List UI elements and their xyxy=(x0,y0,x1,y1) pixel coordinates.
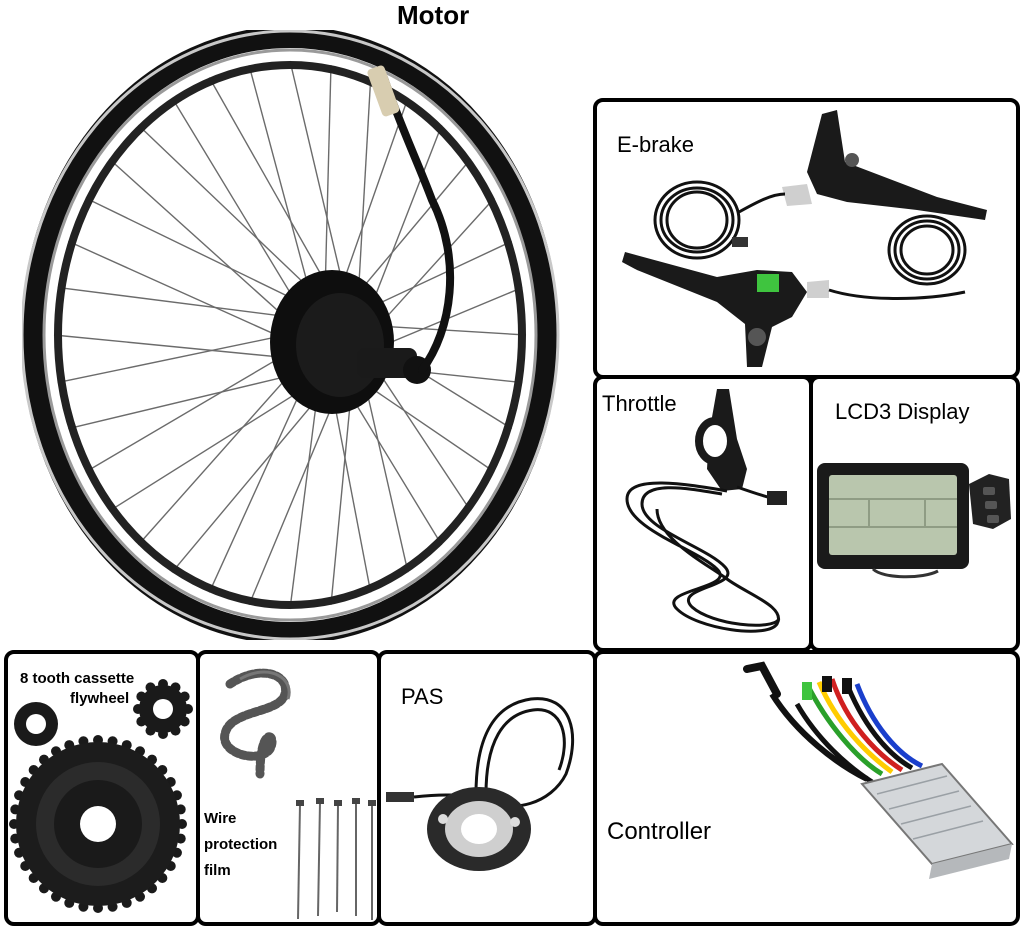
thumb-throttle-icon xyxy=(625,389,787,633)
wheel-hub-motor-icon xyxy=(22,30,560,640)
wire-label-line3: film xyxy=(204,862,231,879)
wire-protection-panel: Wire protection film xyxy=(196,650,381,926)
pas-label: PAS xyxy=(401,684,444,709)
cassette-gear-icon xyxy=(9,679,193,913)
throttle-label: Throttle xyxy=(602,391,677,416)
controller-label: Controller xyxy=(607,818,712,845)
wire-label-line2: protection xyxy=(204,836,278,853)
cassette-panel: 8 tooth cassette flywheel xyxy=(4,650,200,926)
ebrake-panel: E-brake xyxy=(593,98,1020,379)
pas-panel: PAS xyxy=(377,650,597,926)
lcd-label: LCD3 Display xyxy=(835,399,970,424)
wire-label-line1: Wire xyxy=(204,810,237,827)
cassette-label-line1: 8 tooth cassette xyxy=(20,670,135,687)
motor-title: Motor xyxy=(397,0,470,30)
ebrake-label: E-brake xyxy=(617,132,695,157)
controller-panel: Controller xyxy=(593,650,1020,926)
cassette-label-line2: flywheel xyxy=(70,690,130,707)
pedal-sensor-icon xyxy=(386,697,574,871)
lcd-display-icon xyxy=(817,463,1011,579)
brake-lever-icon xyxy=(622,110,987,367)
controller-box-icon xyxy=(743,661,1014,879)
spiral-wrap-icon xyxy=(220,668,376,920)
lcd-panel: LCD3 Display xyxy=(809,375,1020,652)
throttle-panel: Throttle xyxy=(593,375,813,652)
